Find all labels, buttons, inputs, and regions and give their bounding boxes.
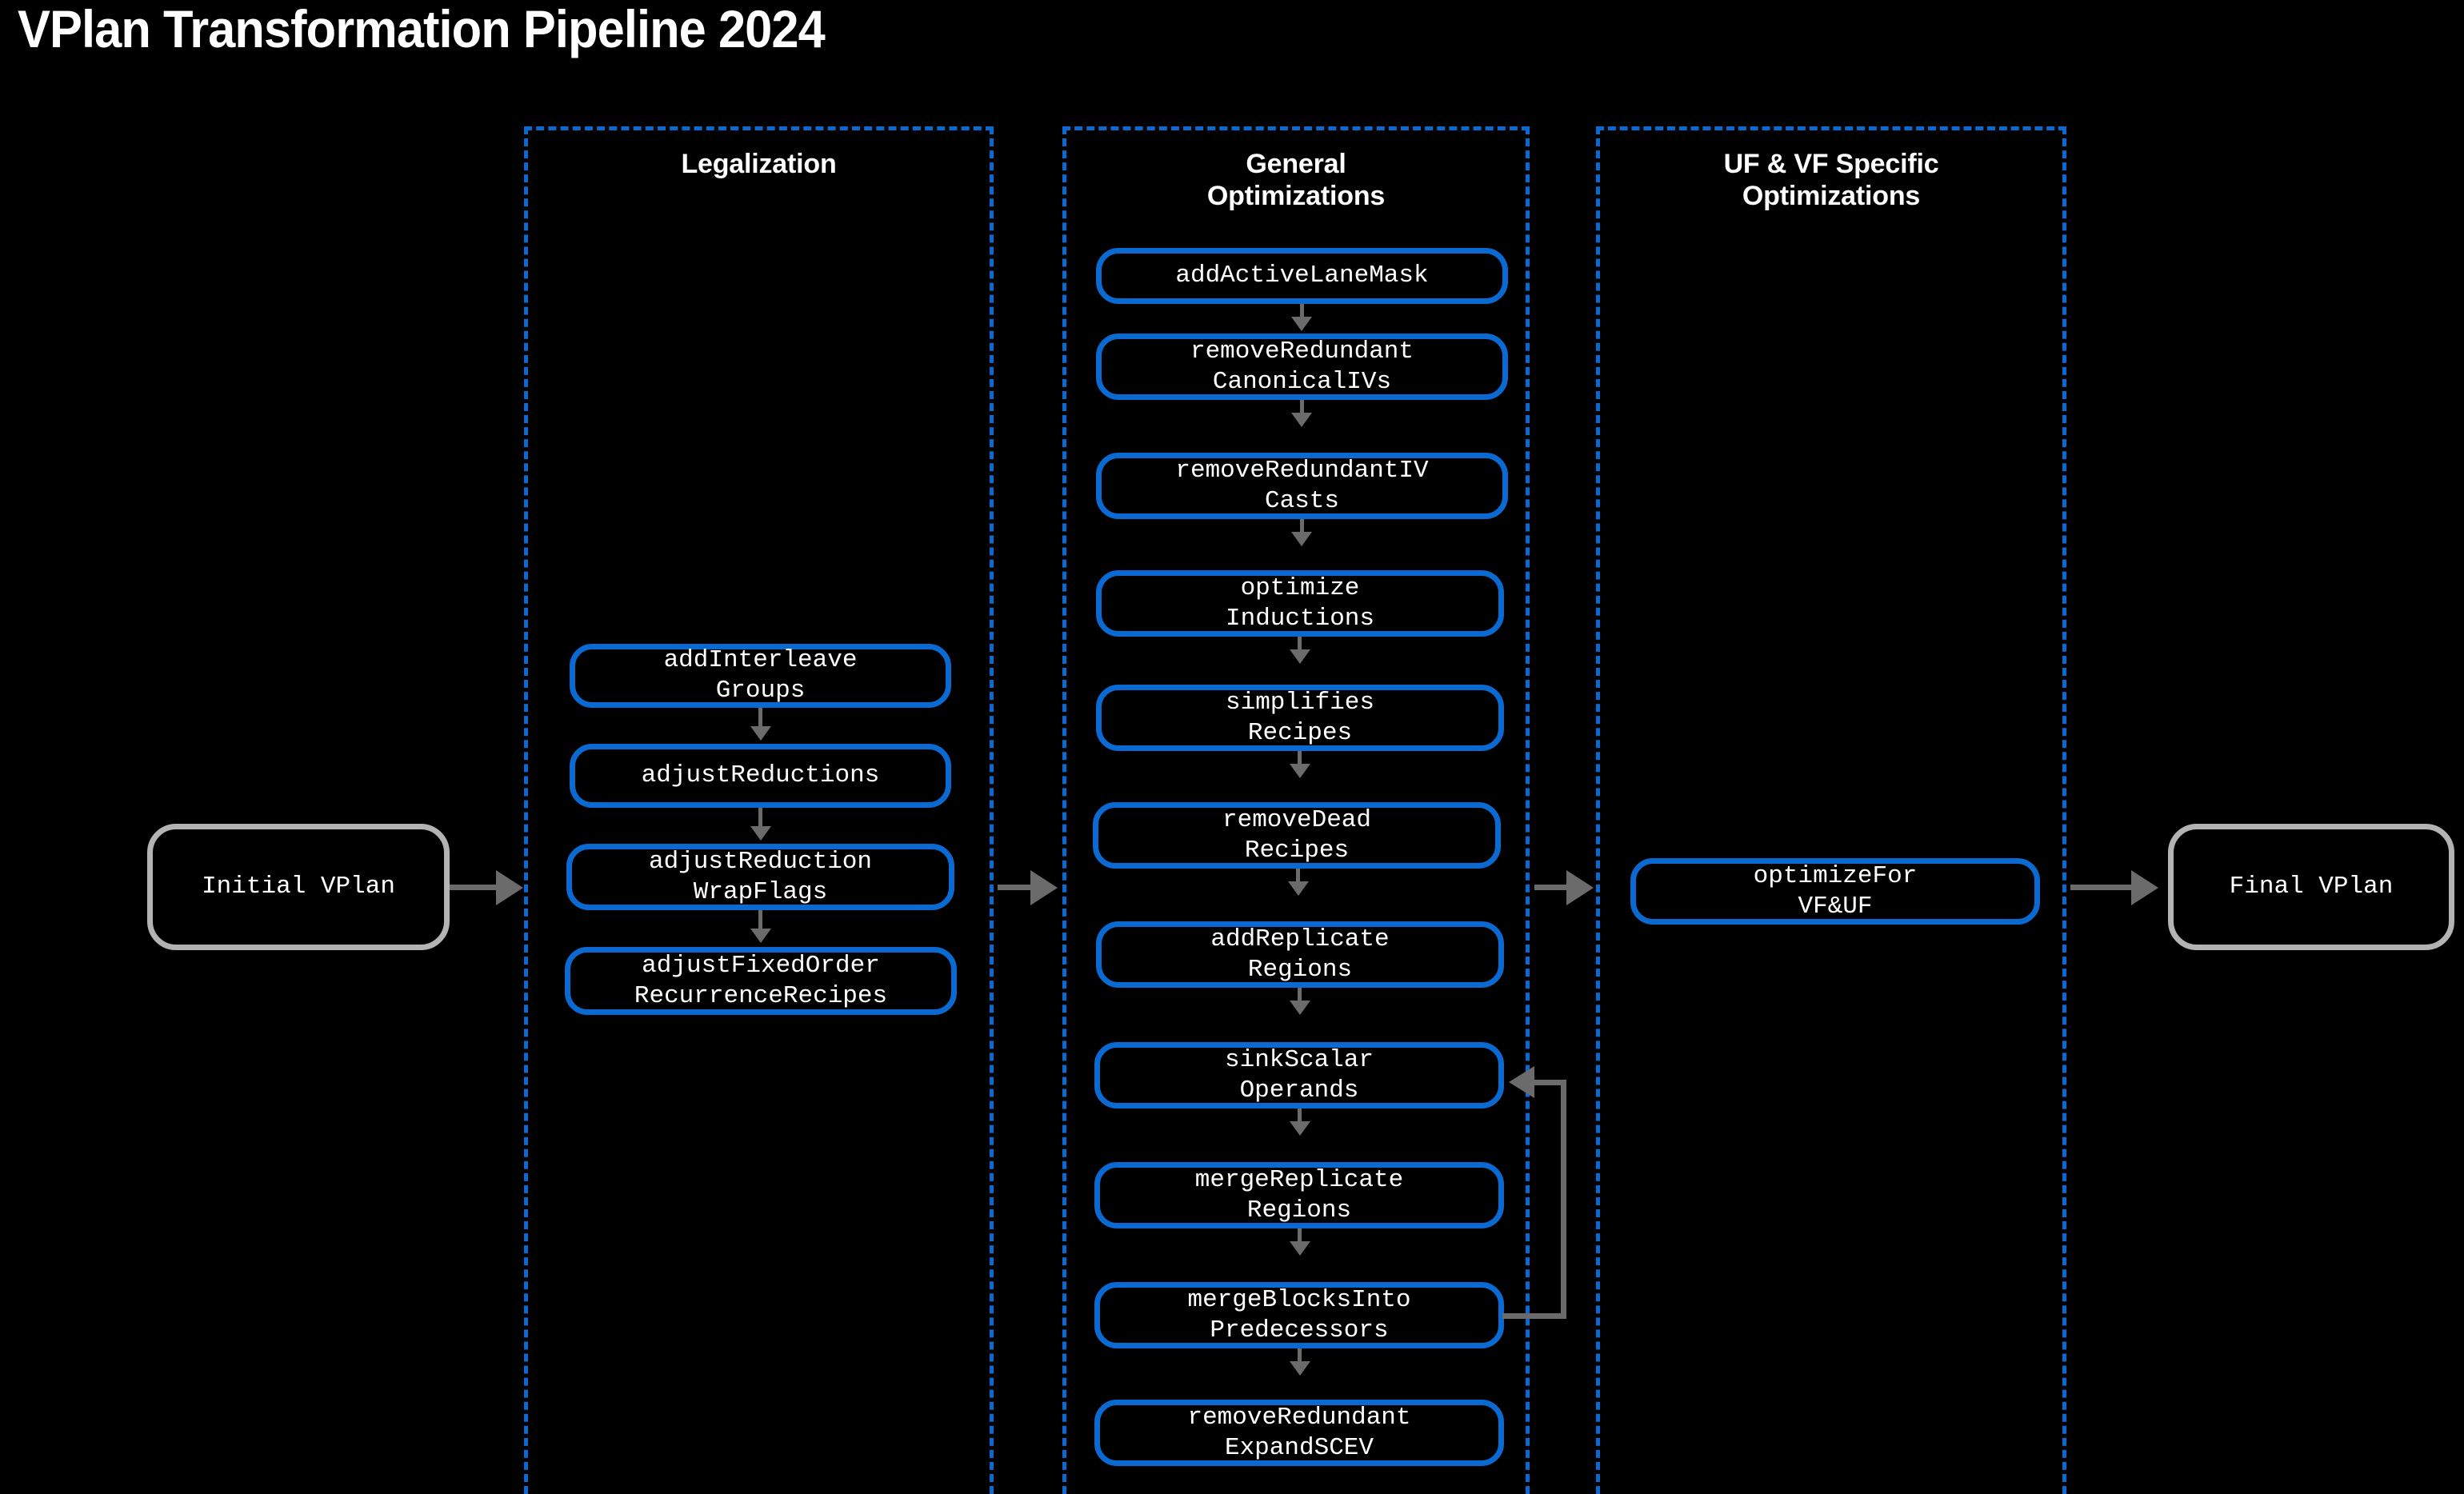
edge-start-to-legalization — [450, 885, 498, 890]
node-optimize-for-vf-uf[interactable]: optimizeFor VF&UF — [1630, 858, 2040, 925]
node-remove-dead-recipes[interactable]: removeDead Recipes — [1093, 802, 1501, 869]
edge-legal-1-2 — [758, 708, 762, 729]
arrowhead-start-to-legalization — [496, 870, 523, 905]
feedback-loop-arrowhead — [1509, 1066, 1534, 1098]
arrowhead-gen-9-10 — [1290, 1241, 1310, 1256]
node-add-active-lane-mask[interactable]: addActiveLaneMask — [1096, 248, 1508, 304]
node-remove-redundant-iv-casts[interactable]: removeRedundantIV Casts — [1096, 453, 1508, 519]
cluster-general-optimizations — [1062, 126, 1530, 1494]
edge-gen-1-2 — [1300, 304, 1304, 320]
node-initial-vplan[interactable]: Initial VPlan — [147, 824, 450, 950]
feedback-loop-segment-right — [1561, 1080, 1566, 1316]
edge-general-to-ufvf — [1534, 885, 1573, 890]
edge-gen-4-5 — [1298, 637, 1302, 653]
arrowhead-legal-3-4 — [750, 929, 771, 943]
node-simplifies-recipes[interactable]: simplifies Recipes — [1096, 685, 1504, 751]
arrowhead-legalization-to-general — [1030, 870, 1058, 905]
arrowhead-general-to-ufvf — [1566, 870, 1594, 905]
node-adjust-reductions[interactable]: adjustReductions — [570, 744, 951, 808]
edge-gen-3-4 — [1300, 519, 1304, 535]
arrowhead-gen-8-9 — [1290, 1121, 1310, 1136]
arrowhead-gen-7-8 — [1290, 1001, 1310, 1015]
page-title: VPlan Transformation Pipeline 2024 — [18, 0, 826, 58]
node-adjust-reduction-wrap-flags[interactable]: adjustReduction WrapFlags — [566, 844, 954, 910]
arrowhead-gen-2-3 — [1291, 413, 1312, 427]
node-remove-redundant-canonical-ivs[interactable]: removeRedundant CanonicalIVs — [1096, 334, 1508, 400]
arrowhead-legal-1-2 — [750, 726, 771, 741]
edge-legalization-to-general — [998, 885, 1036, 890]
cluster-legalization-title: Legalization — [681, 149, 837, 179]
node-adjust-fixed-order-recurrence-recipes[interactable]: adjustFixedOrder RecurrenceRecipes — [565, 947, 957, 1015]
arrowhead-gen-10-11 — [1290, 1361, 1310, 1376]
node-optimize-inductions[interactable]: optimize Inductions — [1096, 570, 1504, 637]
node-final-vplan[interactable]: Final VPlan — [2168, 824, 2454, 950]
node-merge-replicate-regions[interactable]: mergeReplicate Regions — [1094, 1162, 1504, 1228]
node-add-interleave-groups[interactable]: addInterleave Groups — [570, 644, 951, 708]
arrowhead-legal-2-3 — [750, 826, 771, 841]
edge-gen-10-11 — [1298, 1348, 1302, 1364]
arrowhead-gen-5-6 — [1290, 764, 1310, 778]
edge-gen-6-7 — [1296, 869, 1300, 885]
node-remove-redundant-expand-scev[interactable]: removeRedundant ExpandSCEV — [1094, 1400, 1504, 1466]
node-sink-scalar-operands[interactable]: sinkScalar Operands — [1094, 1042, 1504, 1109]
node-merge-blocks-into-predecessors[interactable]: mergeBlocksInto Predecessors — [1094, 1282, 1504, 1348]
arrowhead-ufvf-to-final — [2131, 870, 2158, 905]
arrowhead-gen-4-5 — [1290, 649, 1310, 664]
edge-legal-3-4 — [758, 910, 762, 931]
edge-legal-2-3 — [758, 808, 762, 829]
cluster-uf-vf-specific-optimizations-title: UF & VF Specific Optimizations — [1723, 149, 1939, 212]
edge-gen-5-6 — [1298, 751, 1302, 767]
feedback-loop-segment-top — [1534, 1080, 1563, 1085]
arrowhead-gen-3-4 — [1291, 532, 1312, 546]
arrowhead-gen-6-7 — [1288, 881, 1309, 896]
edge-gen-9-10 — [1298, 1228, 1302, 1244]
edge-gen-7-8 — [1298, 988, 1302, 1004]
cluster-uf-vf-specific-optimizations — [1596, 126, 2066, 1494]
node-add-replicate-regions[interactable]: addReplicate Regions — [1096, 921, 1504, 988]
feedback-loop-segment-bottom — [1502, 1313, 1566, 1319]
edge-gen-8-9 — [1298, 1109, 1302, 1124]
cluster-general-optimizations-title: General Optimizations — [1206, 149, 1386, 212]
cluster-legalization — [524, 126, 994, 1494]
arrowhead-gen-1-2 — [1291, 317, 1312, 331]
edge-ufvf-to-final — [2070, 885, 2136, 890]
edge-gen-2-3 — [1300, 400, 1304, 416]
